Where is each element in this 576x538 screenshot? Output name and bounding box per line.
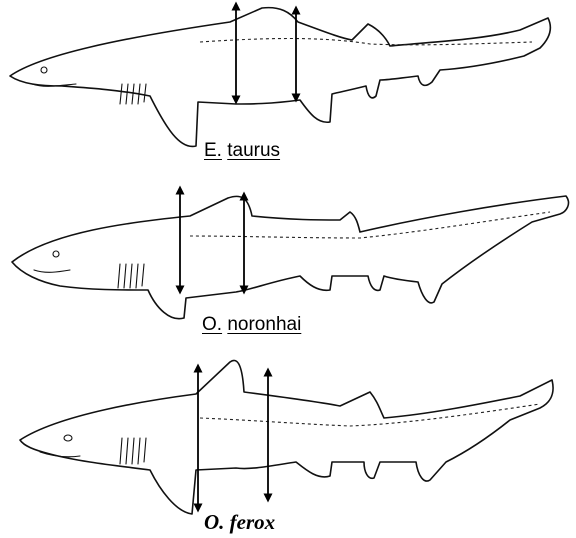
species-name: ferox [230,510,276,534]
mouth-line [34,270,70,272]
gill-slits [118,264,144,288]
genus-label: O. [202,314,222,335]
eye-icon [53,251,59,257]
species-name: noronhai [227,314,301,335]
shark-body-outline [10,8,550,147]
species-name: taurus [227,140,280,161]
species-label-o-noronhai: O. noronhai [202,314,301,336]
species-label-e-taurus: E. taurus [204,140,280,162]
eye-icon [41,67,47,73]
species-label-o-ferox: O. ferox [204,510,275,535]
shark-body-outline [20,360,553,514]
shark-o-noronhai [12,196,568,319]
eye-icon [64,435,72,441]
shark-e-taurus [10,8,550,147]
lateral-line [200,39,532,45]
gill-slits [120,438,146,464]
lateral-line [200,404,540,426]
shark-body-outline [12,196,568,319]
shark-o-ferox [20,360,553,514]
genus-label: E. [204,140,222,161]
genus-label: O. [204,510,224,534]
